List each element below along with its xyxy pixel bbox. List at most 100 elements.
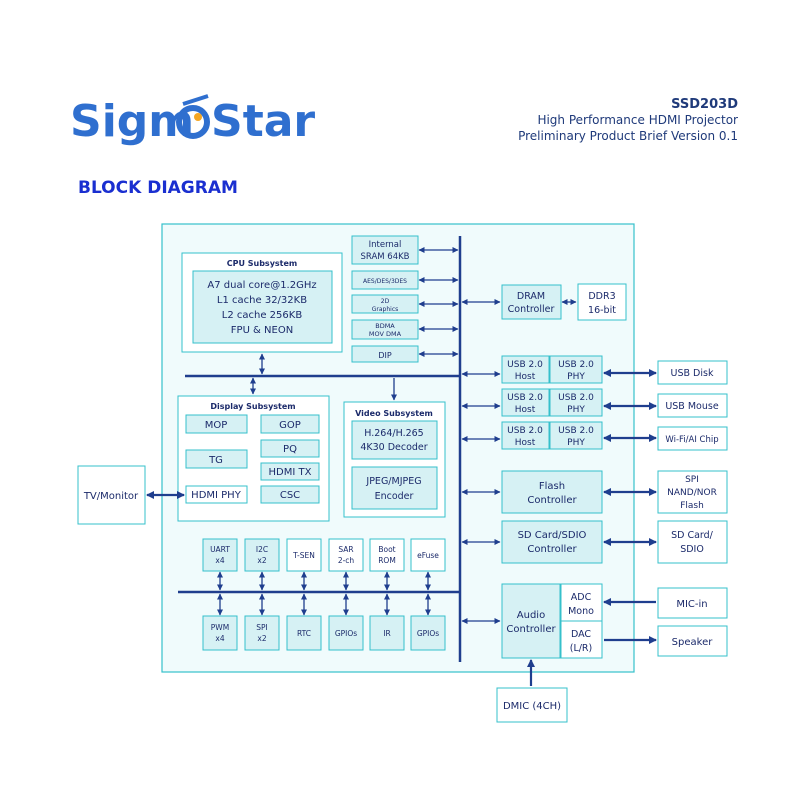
peripheral-top-rect-6 — [410, 538, 446, 572]
product-subtitle: High Performance HDMI Projector — [537, 113, 738, 127]
sd-ctrl-line-1: SD Card/SDIO — [518, 530, 587, 541]
usb-host-2-line-2: Host — [515, 405, 536, 415]
audio-ctrl-line-2: Controller — [506, 624, 556, 635]
usb-host-1-line-1: USB 2.0 — [507, 360, 543, 370]
peripheral-top-label-6-1: eFuse — [417, 551, 439, 560]
audio-ctrl-line-1: Audio — [517, 610, 545, 621]
peripheral-top-label-5-2: ROM — [378, 556, 396, 565]
usb-phy-3-line-2: PHY — [567, 438, 585, 448]
sd-controller-block: SD Card/SDIO Controller — [501, 520, 603, 564]
product-brief-version: Preliminary Product Brief Version 0.1 — [518, 129, 738, 143]
wifi-ai-chip-block — [657, 426, 728, 451]
peripheral-bottom-rect-4 — [328, 615, 364, 651]
sd-card-block: SD Card/ SDIO — [657, 520, 728, 564]
sd-card-line-2: SDIO — [680, 544, 704, 555]
peripheral-top-rect-4 — [328, 538, 364, 572]
tg-block — [185, 449, 248, 469]
usb-phy-1-line-2: PHY — [567, 372, 585, 382]
ddr3-block: DDR3 16-bit — [577, 283, 627, 321]
peripheral-top-label-3-1: T-SEN — [292, 551, 315, 560]
g2d-line-1: 2D — [381, 298, 390, 305]
aes-label: AES/DES/3DES — [363, 278, 407, 285]
hdmi-phy-block — [185, 485, 248, 504]
mop-block — [185, 414, 248, 434]
usb-phy-2-line-1: USB 2.0 — [558, 393, 594, 403]
dmic-label: DMIC (4CH) — [503, 701, 561, 712]
mic-in-block: MIC-in — [657, 587, 728, 619]
logo-text-sigm: Sigm — [70, 96, 194, 147]
usb-host-1-line-2: Host — [515, 372, 536, 382]
usb-phy-1-line-1: USB 2.0 — [558, 360, 594, 370]
bdma-line-2: MOV DMA — [369, 330, 402, 338]
display-subsystem-title: Display Subsystem — [210, 402, 295, 411]
peripheral-bottom-block-3: RTC — [286, 615, 322, 651]
peripheral-bottom-label-1-1: PWM — [211, 623, 229, 632]
video-subsystem-title: Video Subsystem — [355, 409, 433, 418]
cpu-subsystem: CPU Subsystem A7 dual core@1.2GHz L1 cac… — [181, 252, 343, 353]
peripheral-bottom-label-3-1: RTC — [297, 629, 311, 638]
csc-block — [260, 485, 320, 504]
cpu-subsystem-title: CPU Subsystem — [227, 259, 298, 268]
usb-disk-block — [657, 360, 728, 385]
peripheral-bottom-rect-5 — [369, 615, 405, 651]
decoder-line-1: H.264/H.265 — [364, 428, 423, 439]
peripheral-bottom-label-1-2: x4 — [215, 634, 224, 643]
usb-phy-2-line-2: PHY — [567, 405, 585, 415]
peripheral-top-label-2-2: x2 — [257, 556, 266, 565]
dip-block: DIP — [351, 345, 419, 363]
video-encoder-block — [351, 466, 438, 510]
usb-host-3-line-1: USB 2.0 — [507, 426, 543, 436]
peripheral-bottom-rect-3 — [286, 615, 322, 651]
peripheral-bottom-label-5-1: IR — [383, 629, 390, 638]
dram-ctrl-line-2: Controller — [508, 304, 555, 315]
flash-ctrl-line-2: Controller — [527, 495, 577, 506]
section-title: BLOCK DIAGRAM — [78, 178, 238, 198]
csc-label: CSC — [280, 490, 300, 501]
peripheral-top-label-2-1: I2C — [256, 545, 268, 554]
gop-block — [260, 414, 320, 434]
encoder-line-2: Encoder — [375, 491, 414, 502]
dac-block — [560, 620, 603, 659]
dac-line-2: (L/R) — [570, 643, 593, 654]
mop-label: MOP — [205, 420, 228, 431]
peripheral-top-label-4-2: 2-ch — [338, 556, 355, 565]
usb-phy-2 — [549, 388, 603, 417]
dram-controller-block: DRAM Controller — [501, 284, 562, 320]
peripheral-top-label-1-1: UART — [210, 545, 230, 554]
usb-host-2 — [501, 388, 550, 417]
sd-card-line-1: SD Card/ — [671, 530, 714, 541]
dram-ctrl-line-1: DRAM — [517, 291, 545, 302]
product-name: SSD203D — [671, 97, 738, 112]
mic-in-label: MIC-in — [676, 599, 707, 610]
usb-host-1 — [501, 355, 550, 384]
g2d-line-2: Graphics — [372, 306, 399, 313]
peripheral-top-block-3: T-SEN — [286, 538, 322, 572]
usb-phy-1 — [549, 355, 603, 384]
sram-line-1: Internal — [369, 240, 402, 250]
spi-flash-line-1: SPI — [685, 475, 699, 485]
usb-host-2-line-1: USB 2.0 — [507, 393, 543, 403]
peripheral-bottom-label-2-2: x2 — [257, 634, 266, 643]
peripheral-top-rect-2 — [244, 538, 280, 572]
tg-label: TG — [208, 455, 223, 466]
flash-ctrl-line-1: Flash — [539, 481, 565, 492]
usb-row-3: USB 2.0 Host USB 2.0 PHY Wi-Fi/AI Chip — [501, 421, 728, 451]
peripheral-bottom-label-2-1: SPI — [256, 623, 268, 632]
cpu-line-3: L2 cache 256KB — [222, 310, 303, 321]
cpu-line-2: L1 cache 32/32KB — [217, 295, 307, 306]
peripheral-bottom-block-6: GPIOs — [410, 615, 446, 651]
peripheral-bottom-rect-1 — [202, 615, 238, 651]
dmic-block: DMIC (4CH) — [496, 687, 568, 723]
peripheral-top-label-4-1: SAR — [338, 545, 353, 554]
dac-line-1: DAC — [571, 629, 591, 640]
cpu-core-block — [192, 270, 333, 344]
usb-row-2: USB 2.0 Host USB 2.0 PHY USB Mouse — [501, 388, 728, 418]
usb-disk-label: USB Disk — [671, 368, 714, 379]
peripheral-top-rect-1 — [202, 538, 238, 572]
peripheral-bottom-rect-6 — [410, 615, 446, 651]
ddr3-line-1: DDR3 — [588, 291, 615, 302]
sigmastar-logo: Sigm Star — [70, 94, 315, 147]
